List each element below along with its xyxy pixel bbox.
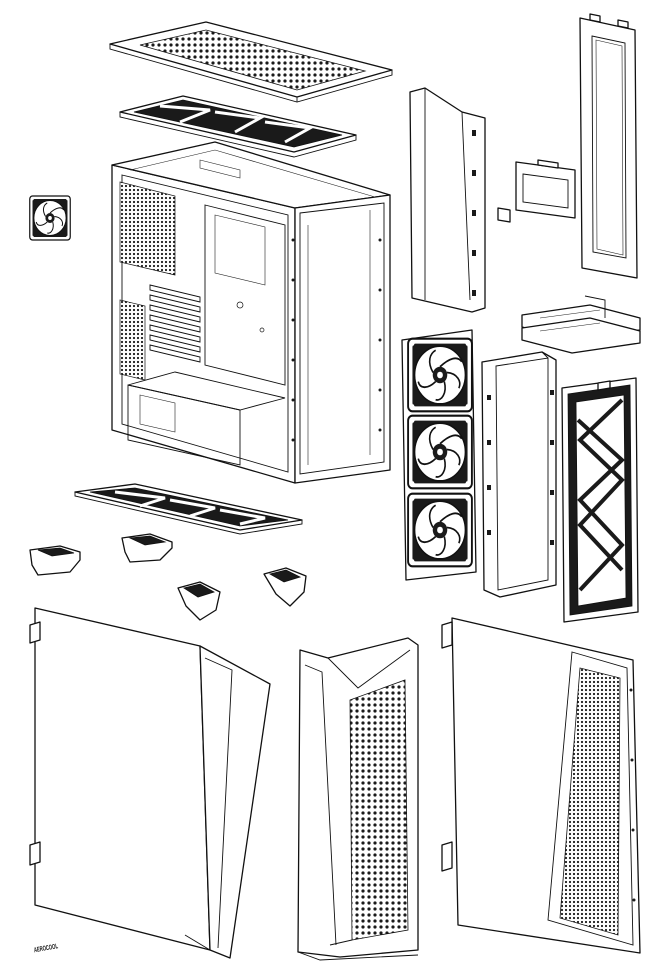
front-fan-1 [407,337,473,413]
rear-cable-cover [579,13,638,279]
left-panel-logo: AEROCOOL [34,943,59,954]
front-dust-filter [561,377,639,623]
chassis-frame [111,141,391,484]
case-feet [29,533,307,621]
psu-shroud-cover [409,87,486,313]
foot-4 [263,567,307,607]
foot-2 [121,533,173,563]
top-mesh-cover [109,21,393,103]
foot-3 [177,581,221,621]
top-dust-filter [119,95,357,158]
foot-1 [29,545,81,576]
bottom-dust-filter [74,483,303,535]
front-fans [401,329,477,581]
front-fan-3 [407,492,473,568]
left-side-panel: AEROCOOL [29,607,271,959]
rear-fan [29,195,71,241]
hdd-cage [521,295,641,354]
front-fan-bracket [481,351,557,598]
front-fan-2 [407,414,473,490]
right-side-panel [441,617,641,954]
front-panel [297,637,419,961]
ssd-bracket [497,159,576,223]
